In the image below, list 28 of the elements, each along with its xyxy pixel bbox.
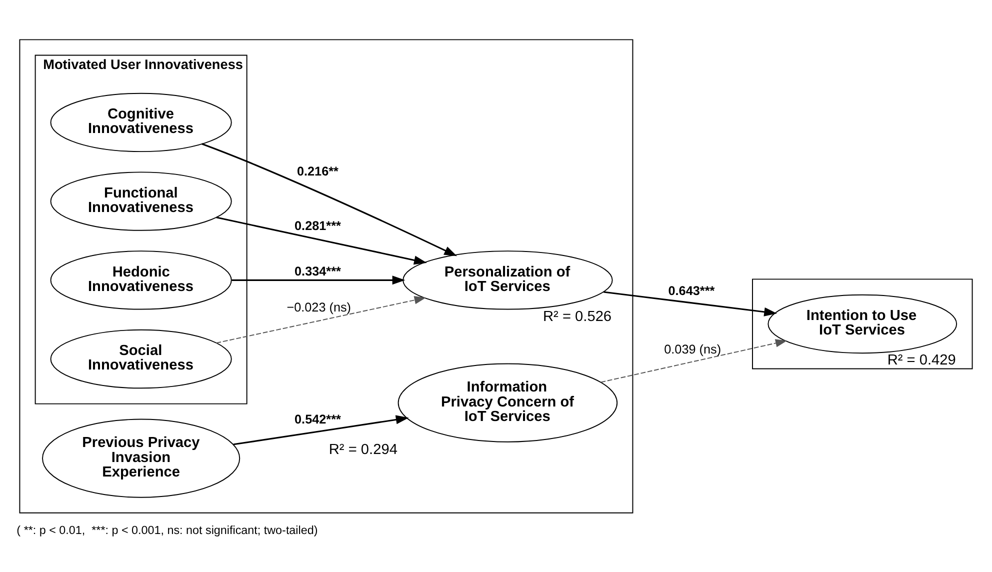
arrow bbox=[232, 275, 406, 284]
node-ellipse: Previous Privacy Invasion Experience bbox=[42, 418, 240, 498]
cluster bbox=[19, 38, 634, 513]
node-ellipse: Information Privacy Concern of IoT Services bbox=[398, 362, 618, 442]
node-label: R² = 0.429 bbox=[887, 352, 956, 368]
edge-label: 0.216** bbox=[296, 164, 338, 178]
node-label: R² = 0.526 bbox=[543, 308, 612, 324]
node-ellipse: Intention to Use IoT Services bbox=[768, 294, 958, 354]
edge-label: 0.281*** bbox=[294, 218, 341, 232]
arrow bbox=[216, 216, 427, 264]
node-ellipse: Functional Innovativeness bbox=[50, 171, 232, 230]
arrow bbox=[604, 290, 778, 316]
node-ellipse: Personalization of IoT Services bbox=[402, 250, 613, 310]
edge-label: 0.643*** bbox=[668, 284, 715, 298]
node-label: R² = 0.294 bbox=[328, 441, 398, 458]
arrow bbox=[233, 414, 409, 445]
arrow bbox=[202, 142, 458, 256]
arrow bbox=[216, 296, 426, 343]
node-ellipse: Hedonic Innovativeness bbox=[50, 250, 232, 310]
edge-label: −0.023 (ns) bbox=[286, 300, 352, 314]
node-ellipse: Social Innovativeness bbox=[50, 328, 232, 388]
edge-label: 0.039 (ns) bbox=[664, 342, 722, 356]
caption: ( **: p < 0.01, ***: p < 0.001, ns: not significant; two-tailed) bbox=[16, 523, 318, 536]
node-ellipse: Cognitive Innovativeness bbox=[50, 92, 232, 152]
edge-label: 0.542*** bbox=[294, 412, 341, 426]
cluster bbox=[752, 278, 973, 369]
edge-label: 0.334*** bbox=[294, 264, 341, 278]
arrow bbox=[600, 338, 788, 382]
